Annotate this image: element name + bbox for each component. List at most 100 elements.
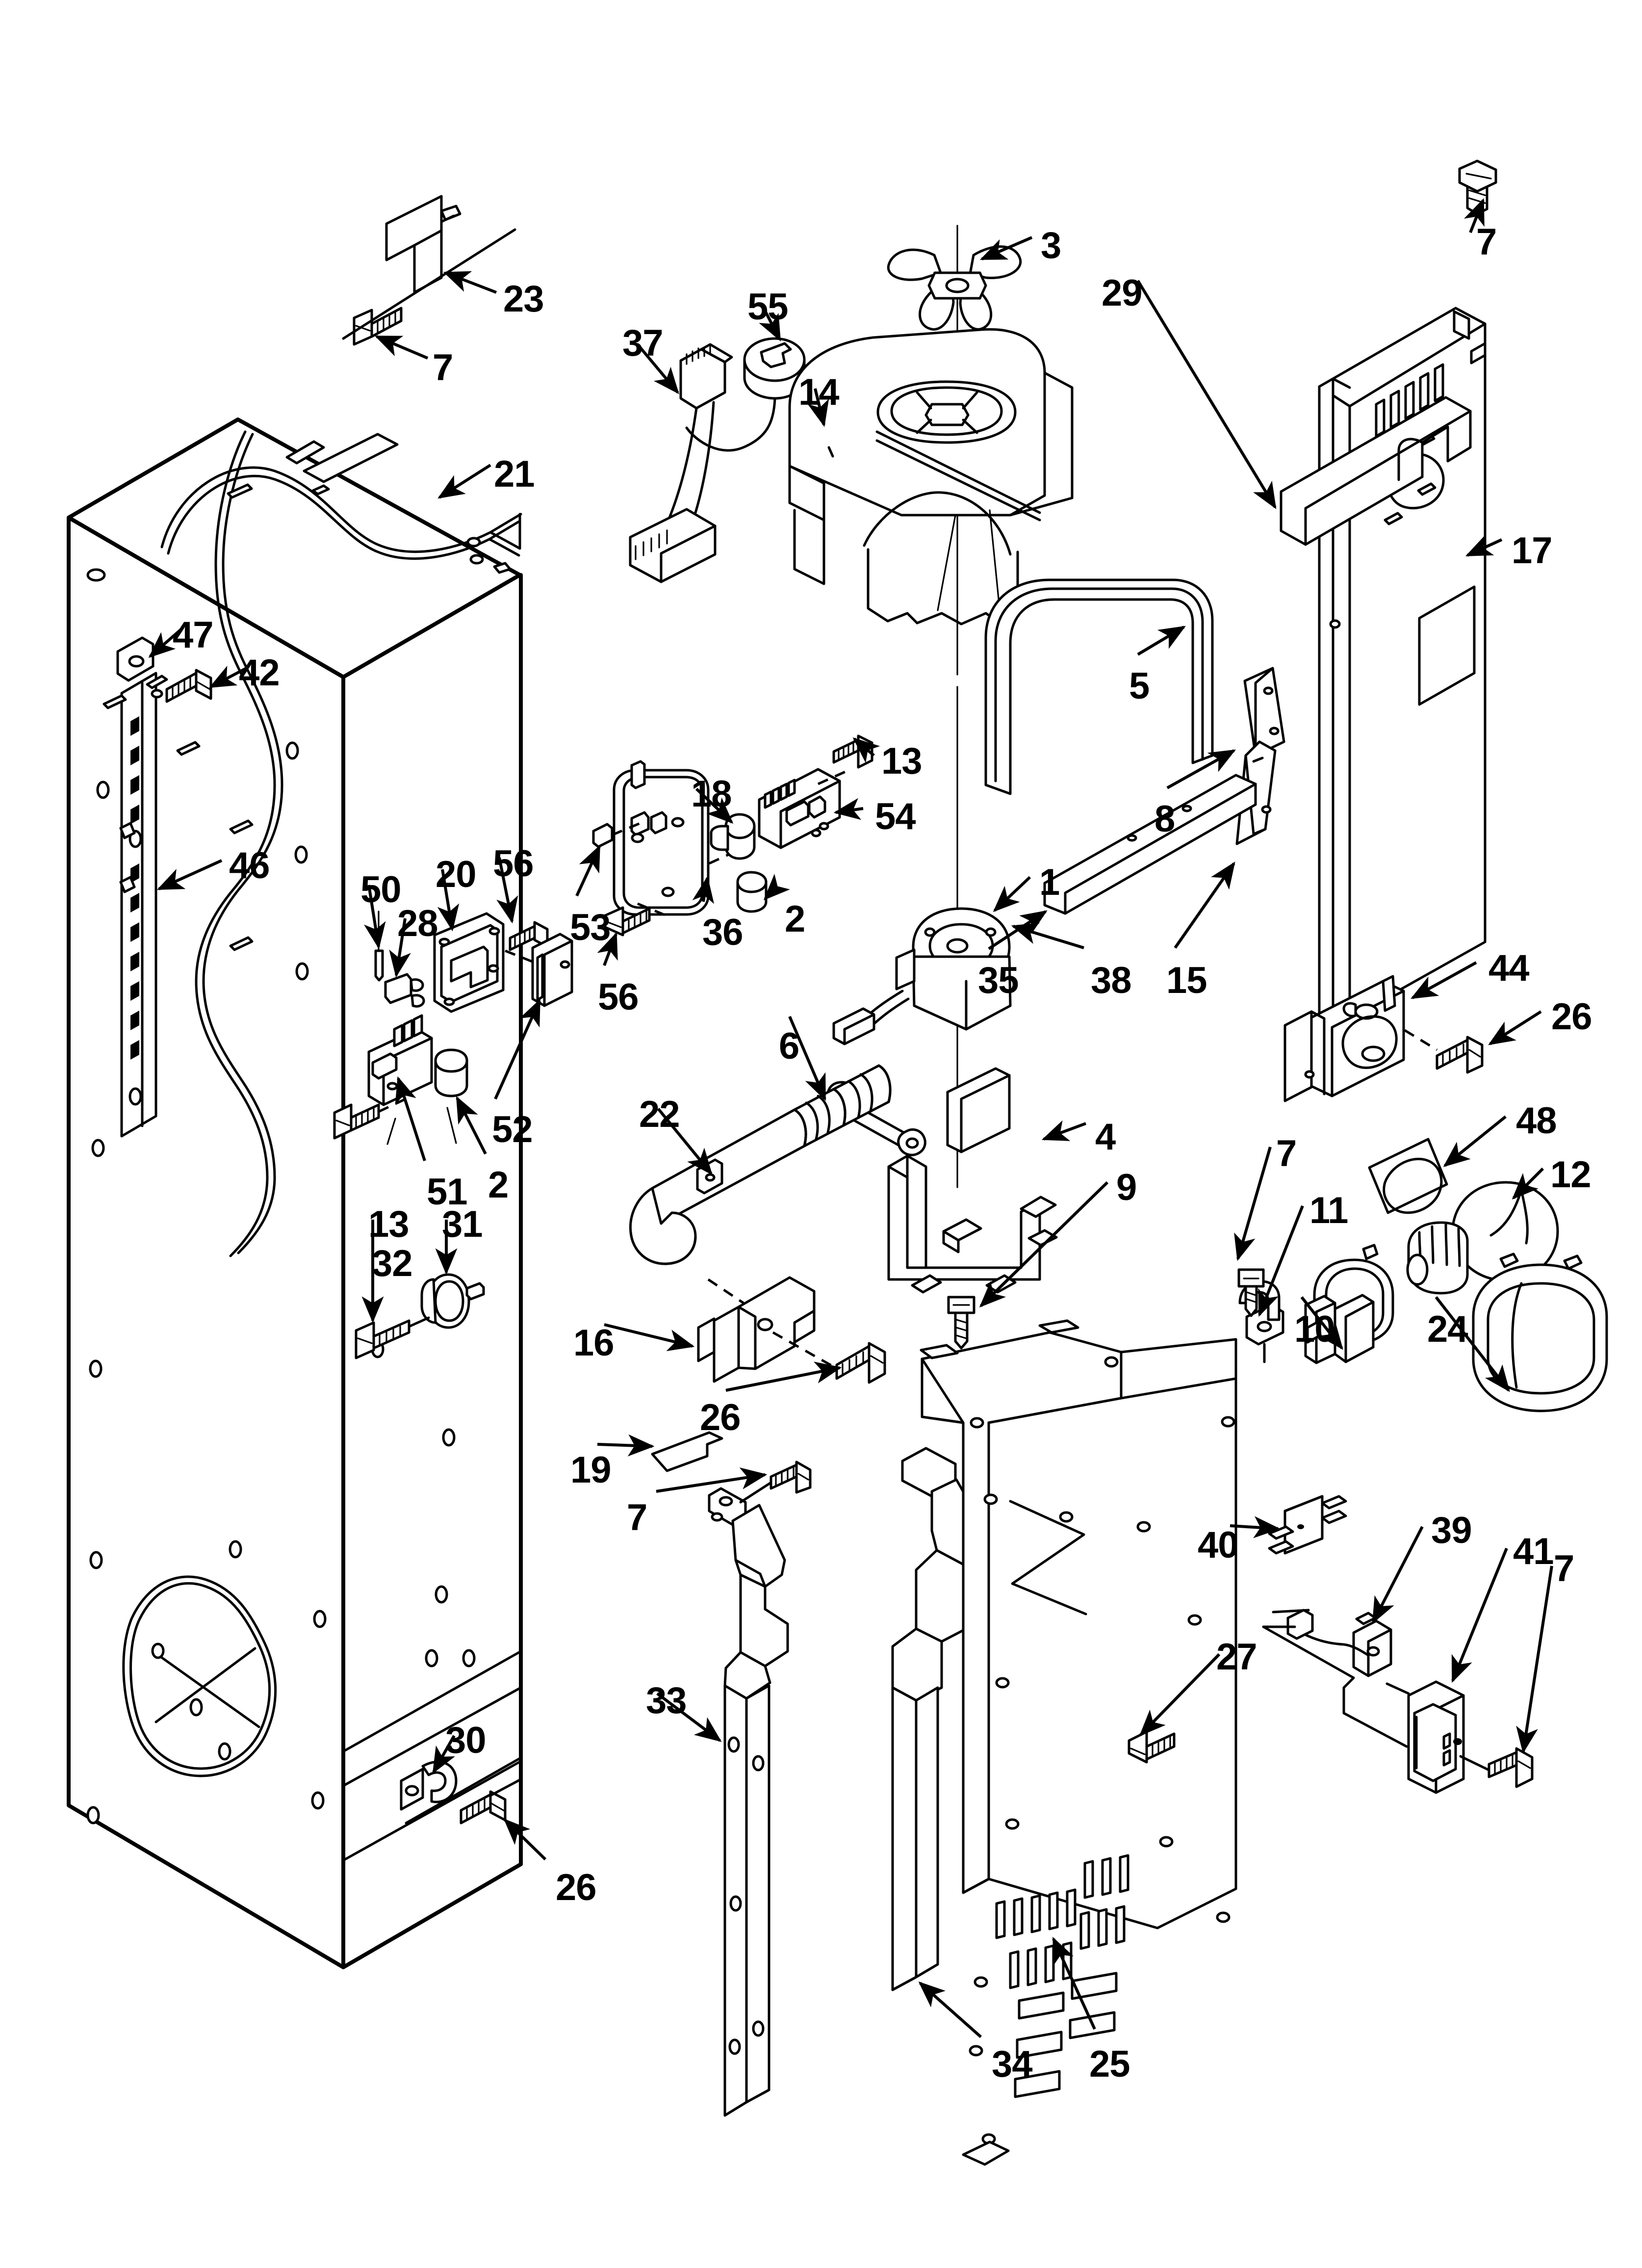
callout-52: 52 (492, 1109, 533, 1150)
callout-34: 34 (992, 2043, 1033, 2085)
wire-harness-37 (629, 337, 806, 583)
screw-56b (604, 906, 651, 937)
screw-7-stile (770, 1460, 812, 1494)
callout-3: 3 (1041, 225, 1061, 266)
plug-button-2a (434, 1048, 468, 1097)
callout-39: 39 (1431, 1510, 1472, 1551)
callout-19: 19 (570, 1449, 612, 1491)
callout-5: 5 (1129, 665, 1150, 707)
callout-56a: 56 (493, 843, 534, 885)
callout-20: 20 (436, 854, 477, 895)
socket-bracket-51 (367, 1014, 433, 1106)
insulation-shim-19 (651, 1431, 723, 1472)
callout-56b: 56 (598, 976, 639, 1018)
callout-44: 44 (1488, 947, 1530, 989)
screw-7-top-right (1458, 159, 1497, 215)
foam-seal-38 (946, 1067, 1011, 1153)
callout-51: 51 (427, 1171, 468, 1213)
switch-cover-52 (531, 933, 573, 1007)
callout-26c: 26 (1551, 996, 1592, 1038)
panel-screw-27 (1128, 1730, 1176, 1764)
callout-31: 31 (442, 1203, 483, 1245)
callout-7: 7 (433, 347, 453, 389)
callout-13a: 13 (881, 740, 923, 782)
callout-28: 28 (397, 903, 438, 944)
callout-8: 8 (1155, 798, 1175, 840)
terminal-block-40 (1268, 1495, 1347, 1555)
callout-17: 17 (1512, 530, 1553, 572)
lens-gasket-48 (1368, 1138, 1448, 1214)
evaporator-fan-and-shroud (788, 225, 1074, 676)
callout-2b: 2 (488, 1164, 509, 1206)
callout-53: 53 (570, 907, 611, 948)
callout-41: 41 (1513, 1531, 1554, 1572)
callout-50: 50 (360, 869, 402, 911)
callout-11: 11 (1309, 1190, 1348, 1231)
screw-42 (165, 669, 212, 703)
callout-24: 24 (1427, 1308, 1468, 1350)
switch-housing-20 (433, 912, 505, 1013)
air-damper-36 (592, 760, 768, 937)
screw-7-clip (1237, 1268, 1265, 1317)
ground-terminal-39 (1262, 1609, 1408, 1748)
liner-gasket-5 (984, 578, 1214, 795)
callout-9: 9 (1116, 1167, 1137, 1208)
callout-14: 14 (798, 371, 840, 413)
callout-38: 38 (1091, 960, 1132, 1001)
screw-13a (832, 734, 873, 769)
control-board-54 (758, 734, 873, 849)
callout-26a: 26 (700, 1397, 741, 1438)
callout-1: 1 (1039, 861, 1060, 903)
callout-4: 4 (1095, 1116, 1116, 1158)
callout-23: 23 (503, 278, 544, 320)
roller-wheel-31 (420, 1273, 485, 1329)
callout-13b: 13 (368, 1203, 410, 1245)
callout-54: 54 (875, 796, 916, 837)
air-baffle-trim-35 (1043, 774, 1257, 915)
callout-7b: 7 (1476, 221, 1497, 263)
callout-48: 48 (1516, 1100, 1557, 1142)
leader-lines (148, 198, 1553, 2038)
fan-motor-bracket-4 (887, 1154, 1058, 1294)
callout-46: 46 (229, 845, 270, 886)
switch-housing-group (333, 911, 573, 1145)
duct-bracket-16 (697, 1276, 835, 1383)
callout-26b: 26 (556, 1867, 597, 1908)
callout-30: 30 (445, 1720, 487, 1761)
callout-47: 47 (173, 614, 214, 656)
callout-12: 12 (1550, 1154, 1591, 1196)
callout-6: 6 (779, 1025, 799, 1067)
power-cord-strain-relief-41 (1385, 1680, 1492, 1794)
callout-7c: 7 (627, 1497, 647, 1538)
callout-25: 25 (1089, 2043, 1130, 2085)
callout-16: 16 (573, 1322, 615, 1364)
bracket-clip-8 (1243, 667, 1285, 757)
screw-13b (333, 1103, 380, 1140)
callout-2a: 2 (785, 898, 805, 940)
callout-36: 36 (702, 912, 744, 953)
callout-32: 32 (372, 1243, 413, 1284)
lower-vent-panel-25 (920, 1319, 1237, 2166)
screw-26-clamp (460, 1790, 507, 1825)
screw-26-bracket (835, 1342, 886, 1384)
callout-10: 10 (1294, 1308, 1335, 1350)
screw-26-plate (1436, 1036, 1484, 1074)
light-socket-plate-44 (1283, 975, 1484, 1102)
callout-22: 22 (639, 1094, 680, 1135)
callout-7d: 7 (1276, 1133, 1297, 1174)
screw-32 (355, 1319, 410, 1359)
callout-40: 40 (1198, 1524, 1239, 1566)
grommet-18 (710, 813, 756, 860)
callout-42: 42 (239, 652, 280, 694)
callout-55: 55 (747, 286, 789, 328)
screw-7-cord (1488, 1747, 1534, 1788)
callout-21: 21 (494, 453, 535, 495)
bracket-screw-9 (947, 1296, 975, 1350)
spring-latch-28 (384, 973, 425, 1008)
left-stile-33 (708, 1460, 812, 2117)
callout-37: 37 (622, 322, 664, 364)
callout-18: 18 (691, 773, 732, 815)
light-lens-cover-24 (1472, 1252, 1608, 1412)
